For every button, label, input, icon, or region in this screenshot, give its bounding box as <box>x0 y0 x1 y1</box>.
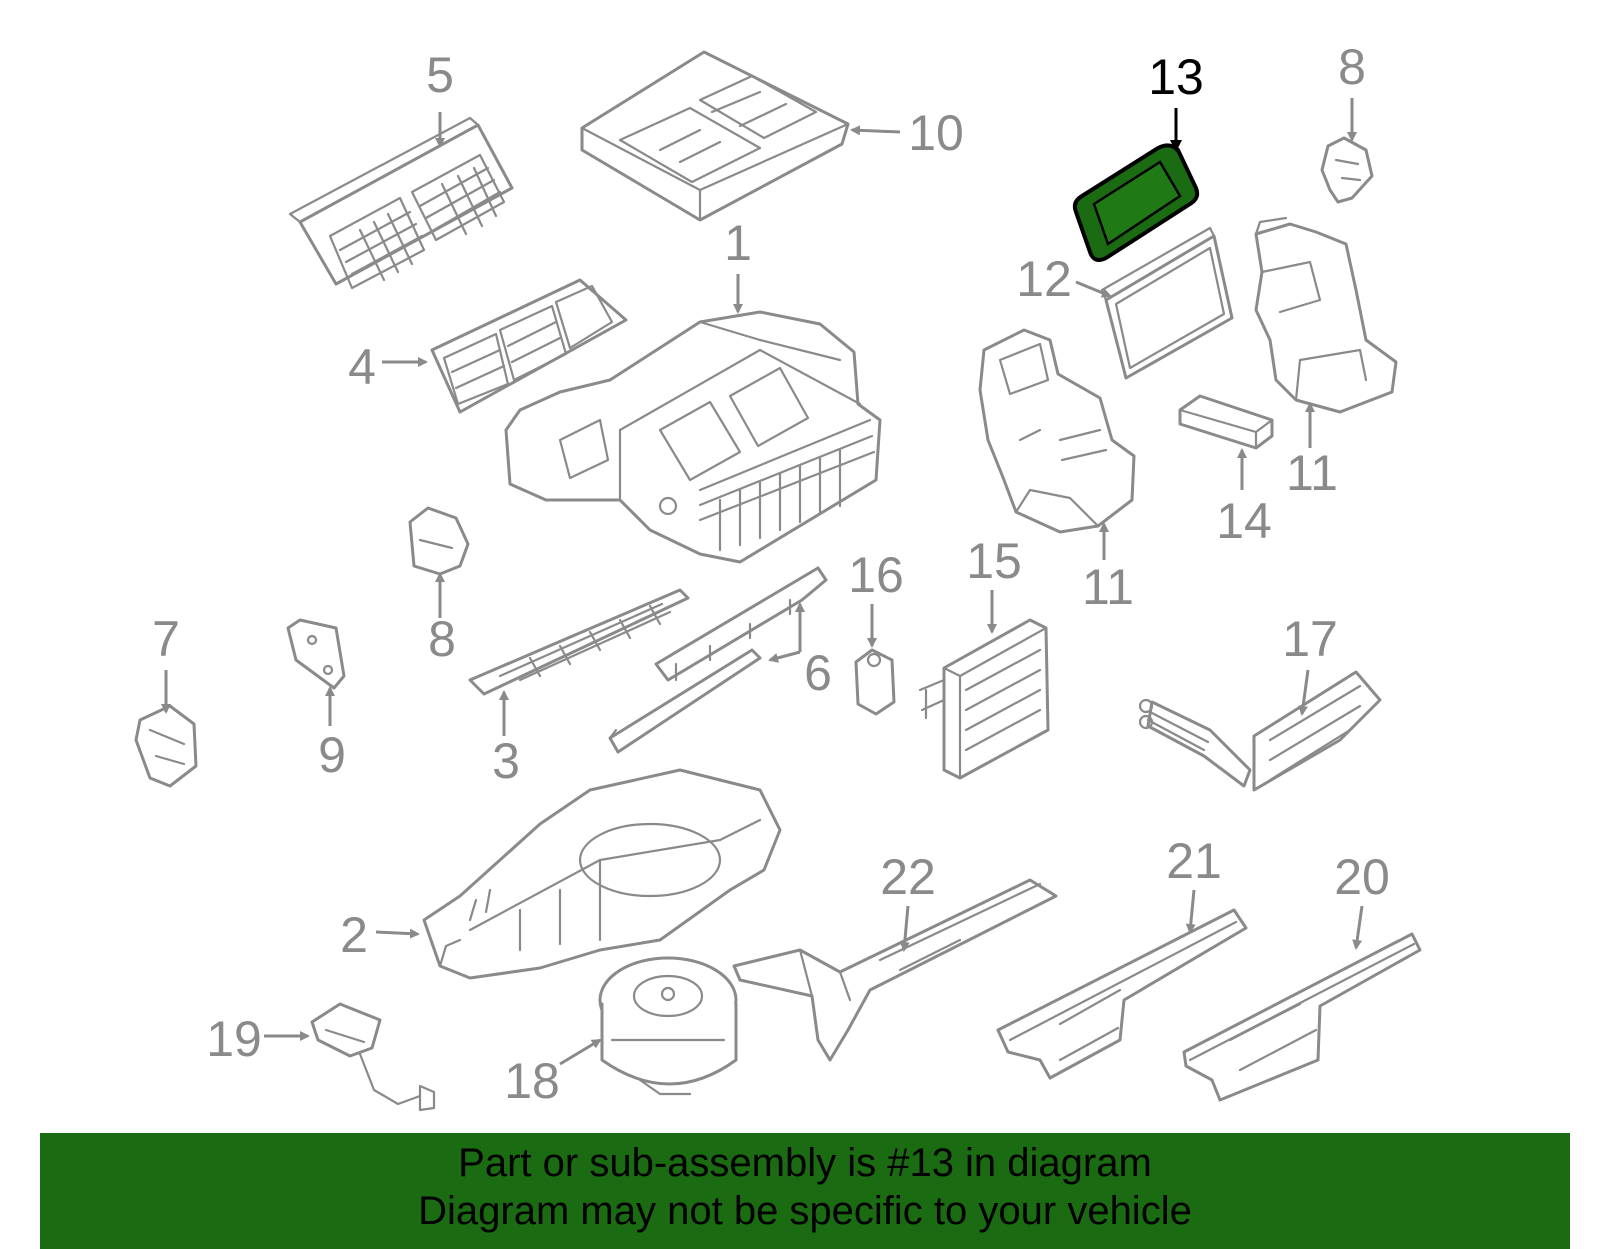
part-14-filter-block <box>1178 394 1274 450</box>
callout-22: 22 <box>880 849 936 905</box>
part-8-actuator-top <box>1320 136 1374 204</box>
part-11-left-housing <box>978 328 1136 534</box>
part-21-duct <box>996 908 1248 1080</box>
callout-labels: 5 10 13 8 1 12 4 11 11 14 8 16 15 7 9 3 … <box>152 39 1390 1109</box>
part-10-upper-housing <box>580 50 850 222</box>
callout-2: 2 <box>340 907 368 963</box>
callout-7: 7 <box>152 611 180 667</box>
callout-21: 21 <box>1166 833 1222 889</box>
callout-19: 19 <box>206 1011 262 1067</box>
part-1-main-case <box>504 310 882 564</box>
callout-18: 18 <box>504 1053 560 1109</box>
part-11-right-housing <box>1254 216 1398 414</box>
part-6-ducts <box>608 566 828 754</box>
callout-6: 6 <box>804 645 832 701</box>
part-4-filter-panel <box>430 278 628 414</box>
part-5-filter-panel <box>288 116 514 290</box>
part-20-duct <box>1182 932 1422 1102</box>
part-7-actuator <box>134 704 198 788</box>
part-17-heater-assembly <box>1138 670 1382 792</box>
part-3-grille <box>468 588 690 696</box>
callout-10: 10 <box>908 105 964 161</box>
callout-5: 5 <box>426 47 454 103</box>
part-8-actuator-left <box>408 506 470 576</box>
callout-14: 14 <box>1216 493 1272 549</box>
callout-8-left: 8 <box>428 611 456 667</box>
part-13-gasket-highlighted <box>1072 143 1200 262</box>
part-9-bracket <box>286 618 346 690</box>
part-16-valve <box>854 648 896 716</box>
callout-9: 9 <box>318 727 346 783</box>
callout-1: 1 <box>724 215 752 271</box>
callout-12: 12 <box>1016 251 1072 307</box>
part-19-resistor <box>310 1002 436 1112</box>
callout-11-right: 11 <box>1286 445 1338 501</box>
part-18-blower-motor <box>598 956 738 1096</box>
callout-17: 17 <box>1282 611 1338 667</box>
callout-11-left: 11 <box>1082 559 1134 615</box>
callout-3: 3 <box>492 733 520 789</box>
part-2-lower-housing <box>422 768 782 980</box>
part-12-core <box>1100 226 1234 380</box>
callout-8-top: 8 <box>1338 39 1366 95</box>
callout-15: 15 <box>966 533 1022 589</box>
banner-line-part: Part or sub-assembly is #13 in diagram <box>458 1141 1152 1185</box>
callout-20: 20 <box>1334 849 1390 905</box>
callout-leaders <box>161 98 1364 1066</box>
callout-16: 16 <box>848 547 904 603</box>
callout-4: 4 <box>348 339 376 395</box>
banner-line-disclaimer: Diagram may not be specific to your vehi… <box>418 1189 1192 1233</box>
part-15-heater-core <box>918 618 1050 780</box>
info-banner: Part or sub-assembly is #13 in diagram D… <box>40 1133 1570 1249</box>
callout-13: 13 <box>1148 49 1204 105</box>
